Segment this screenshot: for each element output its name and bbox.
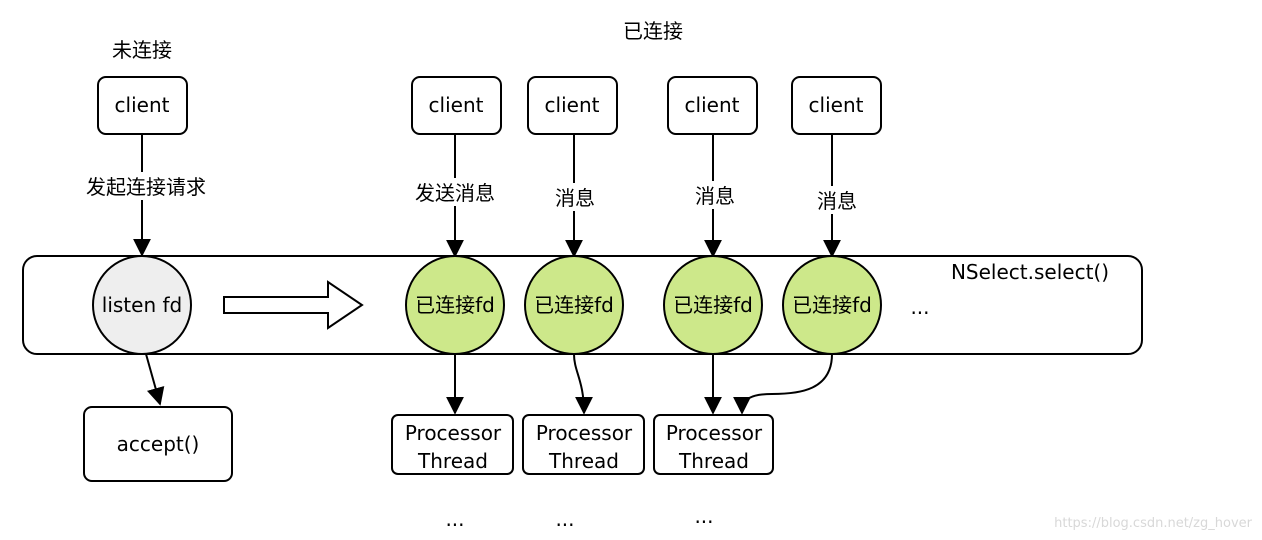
edge-label-message-3: 消息 (817, 189, 857, 213)
edge-listen-fd-to-accept (145, 353, 165, 406)
edge-label-bg (404, 178, 506, 206)
client-unconnected: client (97, 76, 188, 135)
edge-label-bg (690, 181, 738, 209)
more-fds-ellipsis: ... (910, 295, 929, 319)
edge-label-bg (812, 186, 860, 214)
heading-unconnected: 未连接 (112, 38, 172, 62)
connected-fd-label-4: 已连接fd (792, 293, 872, 317)
connected-fd-label-2: 已连接fd (534, 293, 614, 317)
edge-fd-4-to-processor-3 (733, 353, 833, 415)
watermark: https://blog.csdn.net/zg_hover (1054, 516, 1253, 531)
client-box (411, 76, 502, 135)
client-connected-1: client (411, 76, 502, 135)
processor-line-1: Processor (405, 421, 502, 445)
processor-line-1: Processor (666, 421, 763, 445)
connected-fd-label-3: 已连接fd (673, 293, 753, 317)
edge-label-bg (70, 172, 220, 200)
processor-line-2: Thread (417, 449, 488, 473)
client-box (791, 76, 882, 135)
heading-connected: 已连接 (623, 19, 683, 43)
processor-more-1: ... (445, 507, 464, 531)
client-label: client (115, 93, 170, 117)
edge-label-message-1: 消息 (555, 186, 595, 210)
client-box (97, 76, 188, 135)
client-connected-4: client (791, 76, 882, 135)
edge-label-send-message: 发送消息 (415, 181, 495, 205)
edge-label-connect-request: 发起连接请求 (86, 175, 206, 199)
processor-line-2: Thread (678, 449, 749, 473)
accept-label: accept() (117, 432, 200, 456)
client-connected-2: client (527, 76, 618, 135)
processor-rect (391, 414, 514, 475)
processor-line-1: Processor (536, 421, 633, 445)
client-box (667, 76, 758, 135)
accept-rect (83, 406, 233, 482)
client-label: client (685, 93, 740, 117)
processor-thread-2: Processor Thread (522, 414, 645, 475)
transition-arrow-icon (223, 280, 364, 330)
client-label: client (429, 93, 484, 117)
edge-label-message-2: 消息 (695, 184, 735, 208)
listen-fd-circle (92, 255, 192, 355)
processor-more-2: ... (555, 507, 574, 531)
processor-thread-3: Processor Thread (653, 414, 774, 475)
processor-line-2: Thread (548, 449, 619, 473)
connected-fd-label-1: 已连接fd (415, 293, 495, 317)
edge-fd-2-to-processor-2 (573, 353, 593, 415)
processor-rect (653, 414, 774, 475)
client-box (527, 76, 618, 135)
accept-box: accept() (83, 406, 233, 482)
processor-rect (522, 414, 645, 475)
processor-thread-1: Processor Thread (391, 414, 514, 475)
client-label: client (809, 93, 864, 117)
processor-more-3: ... (694, 504, 713, 528)
listen-fd-label: listen fd (102, 293, 182, 317)
client-connected-3: client (667, 76, 758, 135)
select-band-label: NSelect.select() (951, 260, 1109, 284)
edge-label-bg (550, 183, 598, 211)
client-label: client (545, 93, 600, 117)
